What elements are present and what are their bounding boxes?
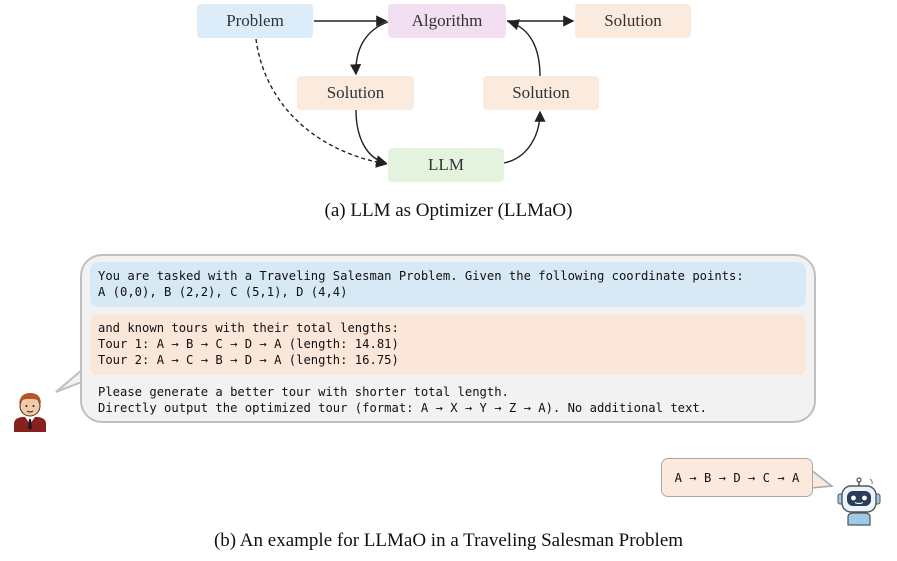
prompt-task-box: You are tasked with a Traveling Salesman… [90,262,806,307]
prompt-task-line1: You are tasked with a Traveling Salesman… [98,269,744,283]
prompt-instruction-box: Please generate a better tour with short… [90,378,806,418]
prompt-tour1: Tour 1: A → B → C → D → A (length: 14.81… [98,337,399,351]
user-avatar-icon [14,393,46,432]
solution-left-node: Solution [297,76,414,110]
prompt-tour2: Tour 2: A → C → B → D → A (length: 16.75… [98,353,399,367]
prompt-tours-box: and known tours with their total lengths… [90,314,806,375]
caption-a: (a) LLM as Optimizer (LLMaO) [324,200,573,221]
caption-b: (b) An example for LLMaO in a Traveling … [213,530,684,551]
prompt-task-line2: A (0,0), B (2,2), C (5,1), D (4,4) [98,285,348,299]
reply-bubble: A → B → D → C → A [661,458,813,497]
algorithm-node: Algorithm [388,4,506,38]
arrow-llm-to-solution-right [503,110,546,164]
arrow-problem-to-llm-dashed [255,38,388,168]
solution-output-node: Solution [575,4,691,38]
arrow-solution-left-to-llm [355,109,388,167]
prompt-instruction1: Please generate a better tour with short… [98,385,509,399]
reply-text: A → B → D → C → A [674,470,800,485]
solution-right-node: Solution [483,76,599,110]
arrow-algorithm-to-solution-left [350,21,389,76]
prompt-tours-intro: and known tours with their total lengths… [98,321,399,335]
robot-icon [837,477,881,526]
llm-node: LLM [388,148,504,182]
prompt-instruction2: Directly output the optimized tour (form… [98,401,708,415]
reply-bubble-tail [810,469,834,489]
problem-node: Problem [197,4,313,38]
arrow-solution-right-to-algorithm [507,19,541,77]
